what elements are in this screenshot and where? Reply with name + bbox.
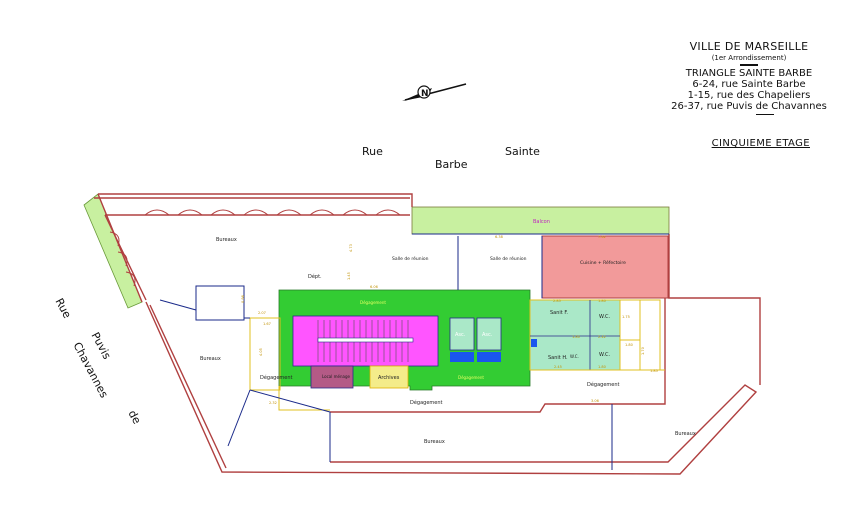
sanit-f-label: Sanit F. — [550, 310, 568, 316]
wc-label-3: W.C. — [599, 352, 610, 358]
yellow-partitions — [249, 299, 665, 411]
window-bays — [109, 209, 401, 287]
outer-walls — [94, 193, 761, 475]
dimension-label: 1.85 — [650, 369, 658, 373]
site-name: TRIANGLE SAINTE BARBE — [685, 67, 813, 79]
room-label-degagement-left: Dégagement — [260, 374, 293, 381]
dimension-label: 1.80 — [598, 365, 606, 369]
lift-label-2: Asc. — [482, 332, 493, 338]
street-label-barbe: Barbe — [435, 158, 468, 171]
local-menage-label: Local ménage — [322, 374, 351, 379]
balcony-label: Balcon — [533, 219, 550, 225]
room-label-degagement-center: Dégagement — [410, 399, 443, 406]
dimension-label: 1.45 — [347, 272, 351, 280]
lift-landing-1 — [450, 352, 474, 362]
dimension-label: 4.05 — [259, 348, 263, 356]
title-divider — [740, 64, 758, 66]
balcony-area — [411, 206, 670, 235]
address-line-1: 6-24, rue Sainte Barbe — [692, 78, 806, 90]
dimension-label: 2.45 — [554, 365, 562, 369]
kitchen-label: Cuisine + Réfectoire — [580, 259, 626, 266]
dimension-label: 4.73 — [349, 244, 353, 252]
lift-shaft-1 — [449, 317, 475, 351]
interior-walls — [159, 233, 669, 470]
city-title: VILLE DE MARSEILLE — [689, 40, 809, 53]
room-label-bureaux-left: Bureaux — [200, 356, 221, 362]
room-label-degagement-right: Dégagement — [587, 381, 620, 388]
archives-room — [369, 365, 409, 389]
dimension-label: 2.32 — [269, 401, 277, 405]
room-label-bureaux-nw: Bureaux — [216, 237, 237, 243]
address-line-3: 26-37, rue Puvis de Chavannes — [671, 100, 827, 112]
dimension-label: 2.42 — [598, 335, 606, 339]
dimension-label: 1.80 — [598, 299, 606, 303]
kitchen-area — [541, 235, 669, 299]
wc-label-1: W.C. — [599, 314, 610, 320]
room-label-salle-1: Salle de réunion — [392, 255, 429, 262]
address-line-2: 1-15, rue des Chapeliers — [687, 89, 811, 101]
dimension-labels: 4.73 1.45 6.06 6.38 7.62 1.67 2.85 1.80 … — [241, 235, 658, 405]
street-label-sainte: Sainte — [505, 145, 540, 158]
stair-core — [292, 315, 439, 367]
north-arrow-icon: N — [402, 83, 467, 101]
title-block: VILLE DE MARSEILLE (1er Arrondissement) … — [664, 40, 834, 117]
title-divider-bottom — [756, 113, 774, 115]
lift-shaft-2 — [476, 317, 502, 351]
archives-label: Archives — [378, 375, 400, 381]
dimension-label: 7.62 — [598, 235, 606, 239]
room-label-dept: Dépt. — [308, 273, 322, 280]
sanit-h-label: Sanit H. — [548, 355, 568, 361]
dimension-label: 1.70 — [641, 347, 645, 355]
dimension-label: 6.38 — [495, 235, 503, 239]
floor-title: CINQUIEME ETAGE — [711, 138, 810, 149]
dimension-label: 2.85 — [553, 299, 561, 303]
dimension-label: 1.67 — [263, 322, 271, 326]
dimension-label: 1.75 — [622, 315, 630, 319]
street-label-rue: Rue — [362, 145, 383, 158]
dimension-label: 3.06 — [591, 399, 599, 403]
sanitary-door — [531, 339, 537, 347]
room-label-salle-2: Salle de réunion — [490, 255, 527, 262]
dimension-label: 1.80 — [625, 343, 633, 347]
dimension-label: 0.98 — [241, 295, 245, 303]
circulation-label-bottom: Dégagement — [458, 375, 484, 380]
local-menage-room — [310, 365, 354, 389]
nw-facade-band — [83, 193, 143, 309]
dimension-label: 6.06 — [370, 285, 378, 289]
dimension-label: 2.07 — [258, 311, 266, 315]
sanitary-block — [529, 299, 621, 371]
wc-label-2: W.C. — [570, 354, 579, 359]
arrondissement-label: (1er Arrondissement) — [711, 54, 787, 62]
circulation-label-top: Dégagement — [360, 300, 386, 305]
room-label-bureaux-right: Bureaux — [675, 431, 696, 437]
north-letter: N — [421, 89, 429, 99]
stair-handrail — [317, 337, 414, 343]
room-label-bureaux-bottom: Bureaux — [424, 439, 445, 445]
lift-label-1: Asc. — [455, 332, 466, 338]
dimension-label: 1.80 — [572, 335, 580, 339]
lift-landing-2 — [477, 352, 501, 362]
